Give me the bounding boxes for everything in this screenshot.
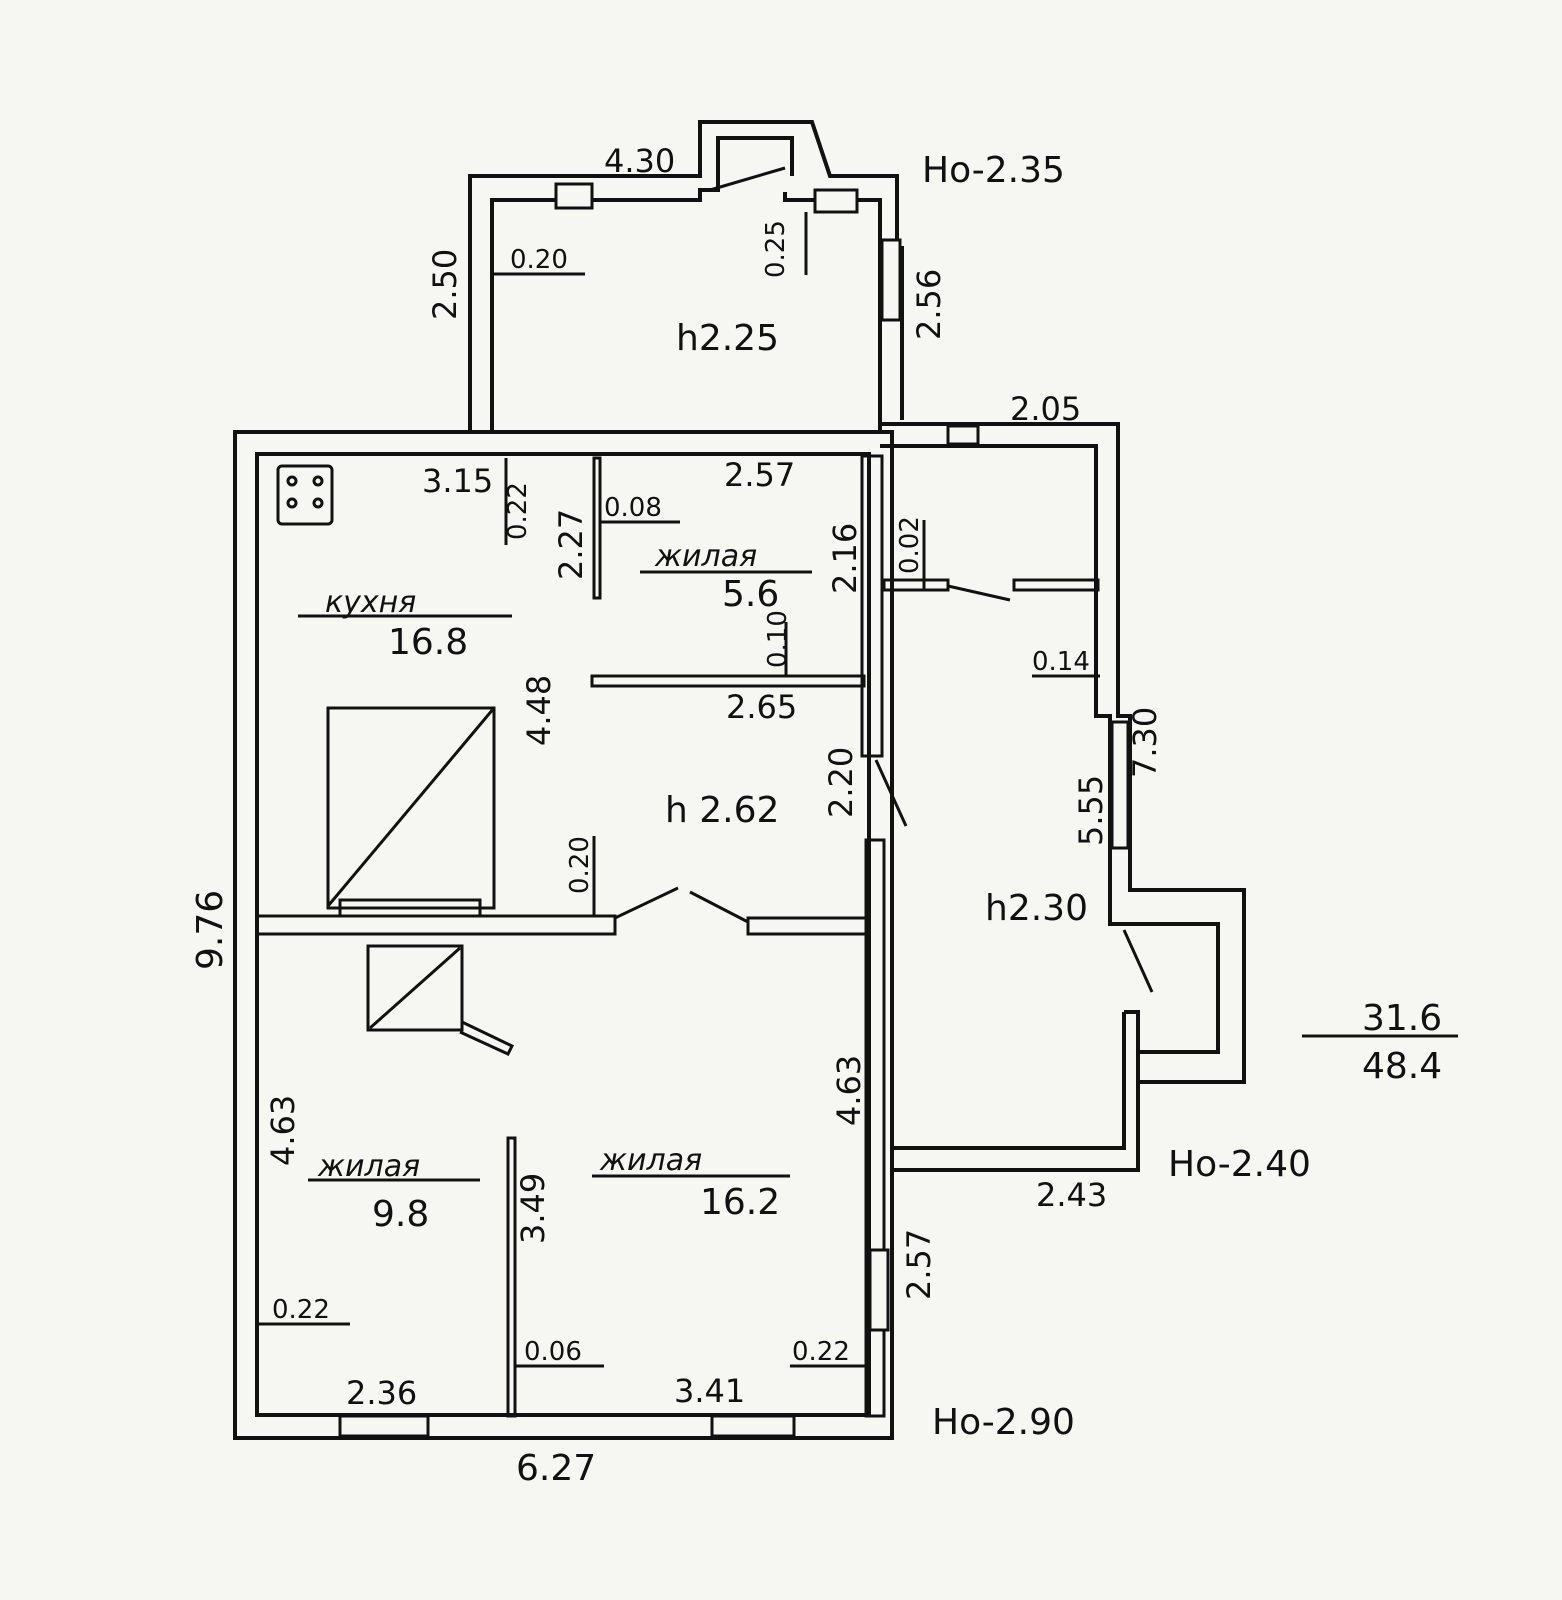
veranda-partition-left (882, 578, 950, 592)
porch-window-side (880, 238, 902, 322)
window-bottom-right (710, 1414, 796, 1438)
dim-ver-wall: 0.02 (895, 516, 925, 574)
left-room-name: жилая (317, 1149, 420, 1184)
stove-icon (276, 464, 334, 526)
kitchen-area: 16.8 (388, 622, 468, 663)
hall-door-right (689, 890, 749, 924)
dim-right-lower: 2.57 (900, 1229, 938, 1300)
oven-kitchen-icon (326, 706, 496, 918)
dim-small-wall: 0.10 (763, 610, 793, 668)
left-room-area: 9.8 (372, 1194, 429, 1235)
veranda-window-top (946, 424, 980, 446)
dim-small-top: 2.57 (724, 456, 795, 494)
porch-wall-inner (490, 136, 794, 432)
wall-mid-right (746, 916, 868, 936)
dim-kitchen-wall: 0.22 (503, 482, 533, 540)
dim-porch-right: 2.56 (910, 269, 948, 340)
dim-kitchen-side: 4.48 (520, 675, 558, 746)
porch-window-left (554, 182, 594, 210)
porch-height: h2.25 (676, 318, 779, 359)
veranda-height: h2.30 (985, 888, 1088, 929)
porch-wall-inner-right (783, 192, 882, 432)
window-bottom-left (338, 1414, 430, 1438)
small-room-name: жилая (654, 539, 757, 574)
dim-wall-022-right: 0.22 (792, 1337, 850, 1367)
dim-ver-wall2: 0.14 (1032, 647, 1090, 677)
veranda-wall-lower (890, 1010, 1140, 1172)
dim-hall-wall: 0.20 (565, 836, 595, 894)
dim-porch-left: 2.50 (426, 249, 464, 320)
porch-wall-outer (468, 120, 904, 432)
right-room-area: 16.2 (700, 1182, 780, 1223)
dim-bottom-341: 3.41 (674, 1372, 745, 1410)
veranda-wall-outer (880, 422, 1246, 1084)
wall-mid-left (255, 914, 617, 936)
veranda-wall-inner (880, 444, 1220, 1054)
dim-part-227: 2.27 (552, 509, 590, 580)
dim-ver-bottom: 2.43 (1036, 1176, 1107, 1214)
dim-right-room-side: 4.63 (830, 1055, 868, 1126)
main-exterior-wall-outer (233, 430, 894, 1440)
wall-small-bottom (590, 674, 866, 688)
dim-total-left: 9.76 (190, 890, 231, 970)
dim-ver-730: 7.30 (1126, 707, 1164, 778)
wall-hall-right-lower (864, 838, 886, 1418)
dim-wall-006: 0.06 (524, 1337, 582, 1367)
window-right-lower (868, 1248, 890, 1332)
summary-total: 48.4 (1362, 1046, 1442, 1087)
dim-small-side: 2.16 (826, 523, 864, 594)
oven-room-icon (366, 944, 515, 1056)
wall-kitchen-small (592, 456, 602, 600)
dim-veranda-top: 2.05 (1010, 390, 1081, 428)
dim-hall-side: 2.20 (822, 747, 860, 818)
veranda-door-inner (947, 584, 1011, 602)
veranda-partition-right (1012, 578, 1100, 592)
dim-ver-555: 5.55 (1072, 775, 1110, 846)
dim-bottom-236: 2.36 (346, 1374, 417, 1412)
right-room-name: жилая (599, 1143, 702, 1178)
dim-partition-349: 3.49 (514, 1173, 552, 1244)
kitchen-name: кухня (325, 585, 416, 620)
dim-porch-wall: 0.20 (510, 245, 568, 275)
main-height: h 2.62 (665, 790, 779, 831)
dim-left-room-side: 4.63 (264, 1095, 302, 1166)
dim-small-bottom: 2.65 (726, 688, 797, 726)
small-room-area: 5.6 (722, 574, 779, 615)
dim-porch-width: 4.30 (604, 142, 675, 180)
veranda-door (1122, 929, 1154, 993)
wall-hall-right (860, 454, 884, 758)
dim-bottom-total: 6.27 (516, 1448, 596, 1489)
porch-door (709, 166, 786, 192)
dim-wall-022-left: 0.22 (272, 1295, 330, 1325)
veranda-window-side (1110, 720, 1130, 850)
hall-door (874, 759, 908, 827)
dim-kitchen-top: 3.15 (422, 462, 493, 500)
porch-window-right (813, 188, 859, 214)
dim-porch-wall2: 0.25 (761, 220, 791, 278)
summary-living: 31.6 (1362, 998, 1442, 1039)
dim-part-008: 0.08 (604, 493, 662, 523)
hall-door-left (614, 886, 679, 920)
wall-bedroom-divider (506, 1136, 517, 1418)
level-bottom: Ho-2.90 (932, 1402, 1075, 1443)
level-right: Ho-2.40 (1168, 1144, 1311, 1185)
level-top: Ho-2.35 (922, 150, 1065, 191)
